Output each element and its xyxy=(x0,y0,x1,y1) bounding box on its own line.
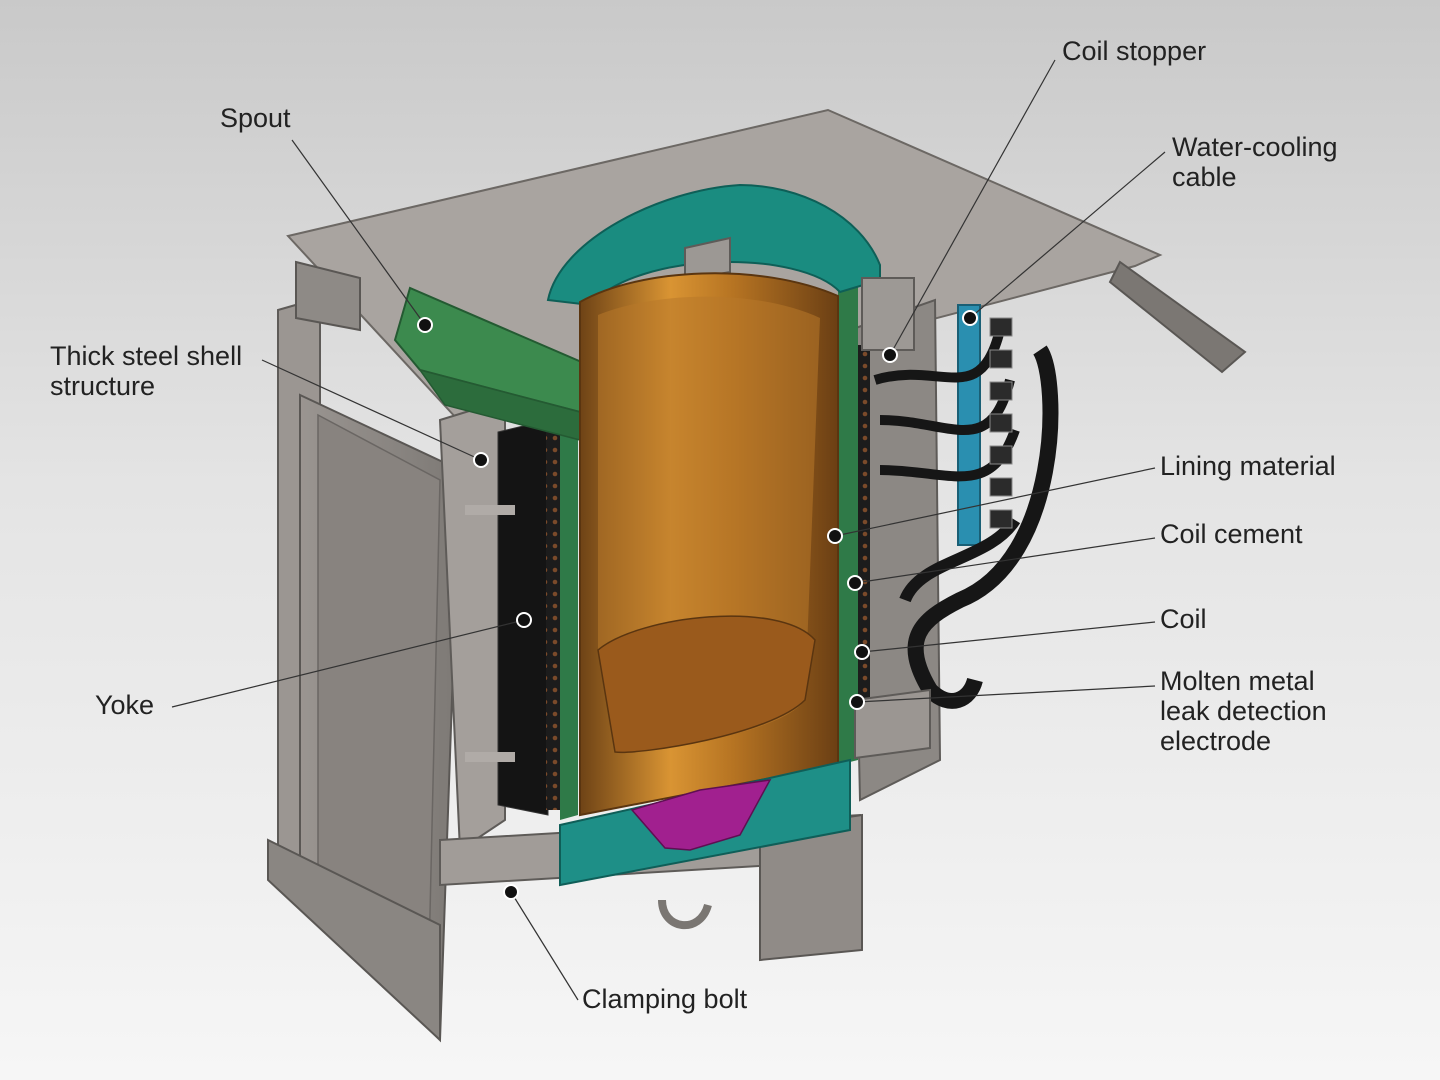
coil-left xyxy=(546,425,560,810)
leader-dot-yoke xyxy=(516,612,532,628)
label-leak-detection-electrode: Molten metal leak detection electrode xyxy=(1160,666,1327,756)
leader-dot-coil-cement xyxy=(847,575,863,591)
label-lining-material: Lining material xyxy=(1160,451,1336,481)
leader-line-yoke xyxy=(171,619,525,708)
label-coil-stopper: Coil stopper xyxy=(1062,36,1207,66)
electrode-bracket xyxy=(854,688,931,760)
leader-line-leak-electrode xyxy=(856,685,1156,703)
leader-line-water-cooling-cable xyxy=(969,151,1166,319)
leader-dot-leak-electrode xyxy=(849,694,865,710)
water-cooling-cable-4 xyxy=(907,345,1059,709)
leader-dot-lining-material xyxy=(827,528,843,544)
leader-dot-clamping-bolt xyxy=(503,884,519,900)
leader-line-coil-stopper xyxy=(889,59,1056,356)
leader-line-thick-steel-shell xyxy=(261,359,482,461)
leader-dot-spout xyxy=(417,317,433,333)
cable-clamps xyxy=(989,317,1013,529)
leader-dot-coil-stopper xyxy=(882,347,898,363)
hinge-block xyxy=(295,260,361,332)
water-cooling-cable-2 xyxy=(879,378,1015,435)
lid-handle xyxy=(684,236,731,282)
coil-cement-left xyxy=(560,400,578,820)
platform-edge-right xyxy=(1108,260,1247,374)
coil-right xyxy=(856,345,870,750)
yoke-bolt-top xyxy=(465,505,515,515)
water-cooling-cable-5 xyxy=(899,516,1021,603)
label-coil-cement: Coil cement xyxy=(1160,519,1303,549)
leader-dots xyxy=(417,310,978,900)
leader-dot-water-cooling-cable xyxy=(962,310,978,326)
leader-lines xyxy=(171,59,1166,1001)
yoke-bolt-bottom xyxy=(465,752,515,762)
leader-line-lining-material xyxy=(834,467,1156,537)
label-clamping-bolt: Clamping bolt xyxy=(582,984,748,1014)
leader-dot-coil xyxy=(854,644,870,660)
bottom-electrode-magenta xyxy=(630,779,772,851)
coil-cement-right xyxy=(838,275,858,765)
bottom-left-foot xyxy=(267,838,441,1043)
label-thick-steel-shell: Thick steel shell structure xyxy=(50,341,243,401)
coil-stopper-plate xyxy=(861,277,915,351)
leader-dot-thick-steel-shell xyxy=(473,452,489,468)
label-yoke: Yoke xyxy=(95,690,155,720)
leader-line-coil xyxy=(861,621,1156,653)
leader-line-spout xyxy=(291,139,426,326)
leader-line-clamping-bolt xyxy=(510,891,579,1001)
label-water-cooling-cable: Water-cooling cable xyxy=(1172,132,1338,192)
crucible-bottom xyxy=(597,615,816,754)
lifting-hook xyxy=(658,899,712,929)
label-coil: Coil xyxy=(1160,604,1207,634)
leader-line-coil-cement xyxy=(854,537,1156,584)
label-spout: Spout xyxy=(220,103,291,133)
